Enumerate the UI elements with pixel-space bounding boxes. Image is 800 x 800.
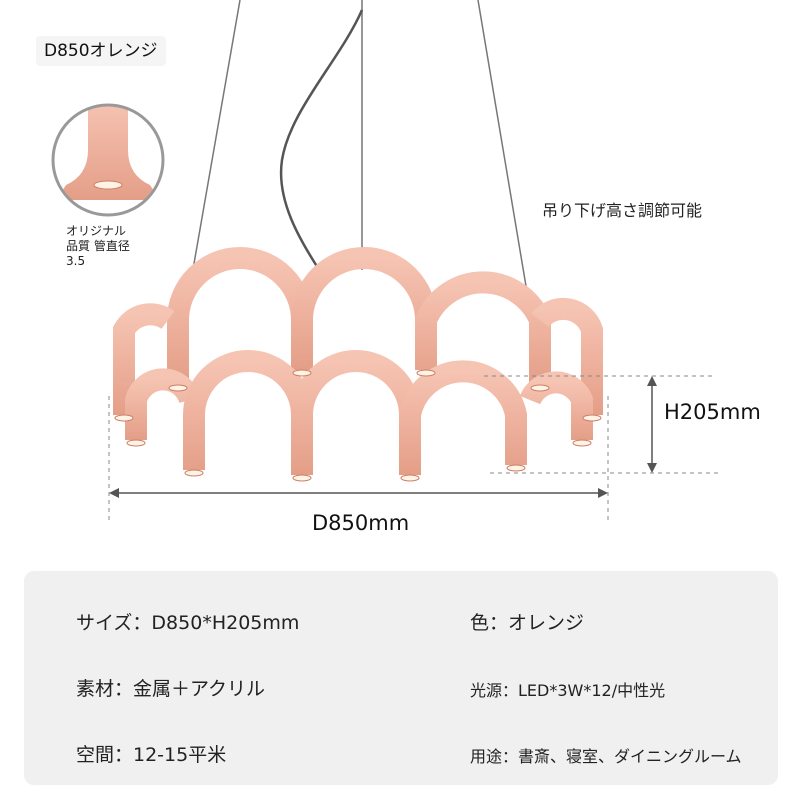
diameter-value: D850mm	[312, 511, 410, 535]
detail-caption-line: 品質 管直径	[66, 239, 130, 253]
height-value: H205mm	[664, 400, 761, 424]
tube-detail-inset	[51, 103, 165, 217]
detail-caption-line: オリジナル	[66, 224, 127, 238]
adjustable-height-label: 吊り下げ高さ調節可能	[542, 201, 703, 220]
model-label: D850オレンジ	[36, 36, 166, 66]
tube-detail-caption: オリジナル 品質 管直径 3.5	[66, 224, 130, 269]
power-cord	[279, 9, 364, 269]
lamp-back-ring	[113, 247, 603, 415]
diameter-dimension	[108, 396, 609, 522]
spec-size: サイズ：D850*H205mm	[76, 612, 300, 634]
spec-space: 空間：12-15平米	[76, 744, 227, 766]
suspension-wire-right	[477, 0, 529, 299]
suspension-wire-left	[187, 0, 241, 299]
spec-usage: 用途：書斎、寝室、ダイニングルーム	[470, 747, 742, 766]
spec-panel: サイズ：D850*H205mm 色：オレンジ 素材：金属＋アクリル 光源：LED…	[24, 571, 778, 785]
lamp-front-ring	[125, 350, 593, 475]
height-dimension	[484, 375, 722, 474]
spec-color: 色：オレンジ	[470, 612, 585, 634]
spec-material: 素材：金属＋アクリル	[76, 678, 266, 700]
led-openings	[114, 369, 602, 482]
detail-caption-line: 3.5	[66, 254, 86, 268]
spec-light-source: 光源：LED*3W*12/中性光	[470, 681, 666, 700]
product-illustration	[51, 0, 722, 522]
